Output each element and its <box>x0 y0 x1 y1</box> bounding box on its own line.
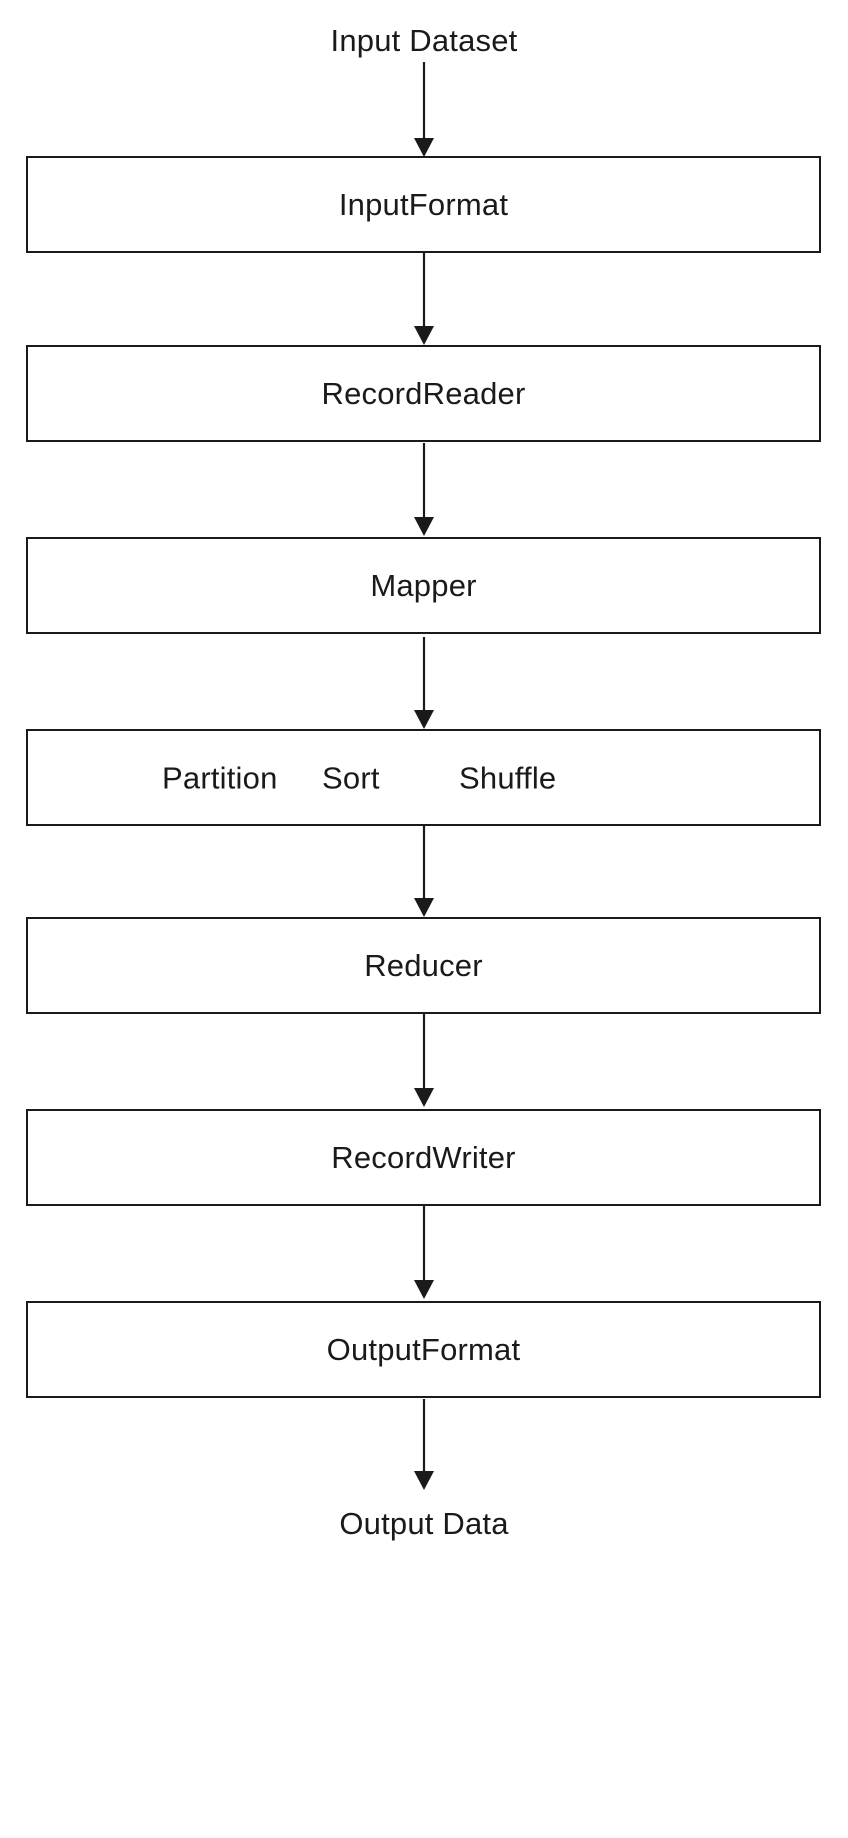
phase-label-shuffle: Shuffle <box>459 760 557 795</box>
node-output-format-label: OutputFormat <box>326 1332 521 1367</box>
node-record-writer-label: RecordWriter <box>331 1140 516 1175</box>
phase-label-partition: Partition <box>162 760 278 795</box>
node-record-reader[interactable]: RecordReader <box>26 345 821 442</box>
node-mapper[interactable]: Mapper <box>26 537 821 634</box>
node-input-dataset: Input Dataset <box>330 23 518 58</box>
node-reducer[interactable]: Reducer <box>26 917 821 1014</box>
node-reducer-label: Reducer <box>364 948 483 983</box>
phase-label-group: Partition Sort Shuffle <box>28 731 819 824</box>
node-record-reader-label: RecordReader <box>321 376 526 411</box>
node-input-format-label: InputFormat <box>338 187 509 222</box>
node-input-format[interactable]: InputFormat <box>26 156 821 253</box>
node-output-data: Output Data <box>339 1506 509 1541</box>
node-record-writer[interactable]: RecordWriter <box>26 1109 821 1206</box>
node-mapper-label: Mapper <box>370 568 477 603</box>
node-output-format[interactable]: OutputFormat <box>26 1301 821 1398</box>
phase-label-sort: Sort <box>322 760 380 795</box>
node-partition-sort-shuffle[interactable]: Partition Sort Shuffle <box>26 729 821 826</box>
